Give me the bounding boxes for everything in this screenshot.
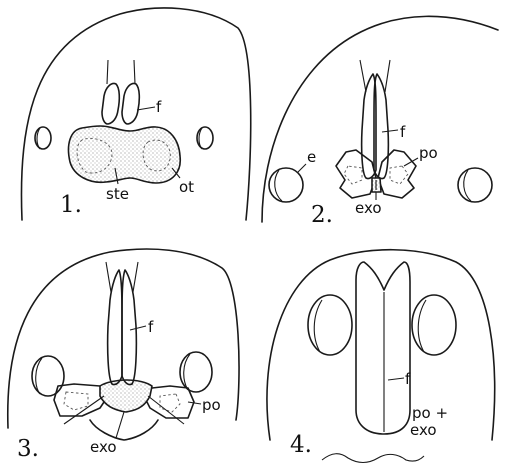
label-f-1: f — [156, 98, 162, 116]
eye-left-3 — [32, 356, 64, 396]
label-po-3: po — [202, 396, 221, 414]
head-outline-4 — [267, 250, 495, 440]
otic-capsule-1 — [69, 126, 181, 183]
label-exo-3: exo — [90, 438, 117, 456]
label-ot-1: ot — [179, 178, 194, 196]
figure-number-3: 3. — [17, 436, 39, 462]
eye-left-1 — [35, 127, 51, 149]
label-f-3: f — [148, 318, 154, 336]
label-e-2: e — [307, 148, 316, 166]
figure-3: f po exo 3. — [8, 249, 239, 462]
figure-4: f po + exo 4. — [267, 250, 495, 463]
exoccipital-2 — [372, 178, 381, 192]
label-f-2: f — [400, 123, 406, 141]
eye-right-4 — [412, 295, 456, 355]
head-base-4 — [322, 454, 424, 463]
label-f-4: f — [405, 370, 411, 388]
eye-right-1 — [197, 127, 213, 149]
leader-f-3 — [130, 326, 146, 330]
leader-f-1 — [137, 107, 155, 110]
label-po-2: po — [419, 144, 438, 162]
label-po-exo-4-line1: po + — [412, 404, 448, 422]
frontal-bones-1 — [102, 60, 139, 124]
eye-right-3 — [180, 352, 212, 392]
leader-f-2 — [382, 130, 398, 132]
eye-left-2 — [269, 168, 303, 202]
figure-1: f ste ot 1. — [21, 8, 250, 220]
frontal-bones-2 — [360, 60, 390, 179]
figure-number-2: 2. — [311, 202, 333, 228]
eye-left-4 — [308, 295, 352, 355]
head-outline-1 — [21, 8, 250, 220]
prootic-left-2 — [336, 150, 376, 198]
figure-number-4: 4. — [290, 432, 312, 458]
leader-e-2 — [298, 164, 306, 172]
figure-2: e f po exo 2. — [262, 16, 498, 228]
leader-exo-3 — [116, 412, 124, 438]
exoccipital-3 — [64, 380, 184, 440]
leader-f-4 — [388, 378, 404, 380]
frontal-bones-4 — [356, 262, 410, 434]
label-exo-2: exo — [355, 199, 382, 217]
figure-number-1: 1. — [60, 192, 82, 218]
label-ste-1: ste — [106, 185, 129, 203]
prootic-right-2 — [378, 150, 416, 198]
frontal-bones-3 — [106, 262, 138, 385]
label-po-exo-4-line2: exo — [410, 421, 437, 439]
eye-right-2 — [458, 168, 492, 202]
